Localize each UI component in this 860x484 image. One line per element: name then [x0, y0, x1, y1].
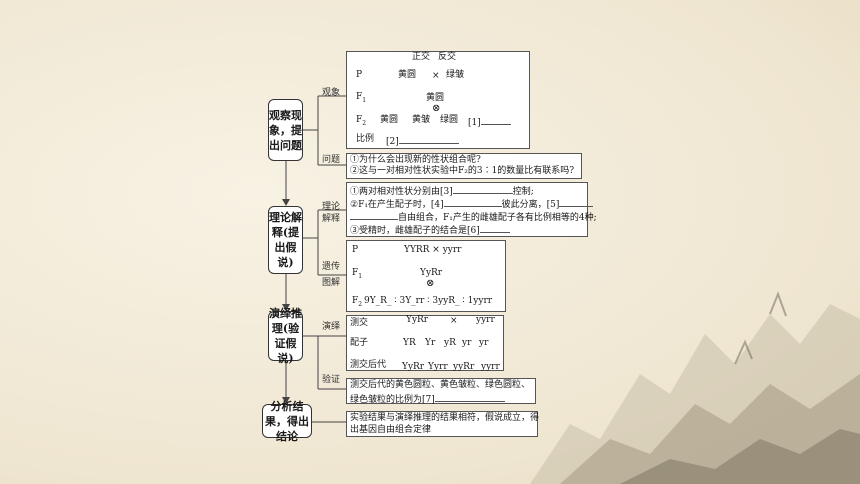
tc-o4: yyrr: [481, 362, 500, 372]
question-1: ①为什么会出现新的性状组合呢?: [350, 155, 481, 165]
obs-f1-value: 黄圆: [426, 93, 445, 103]
label-yanzheng: 验证: [322, 375, 341, 385]
obs-blank2: [2]: [386, 134, 459, 148]
label-lilun: 理论: [322, 202, 341, 212]
tc-cross: ×: [450, 316, 458, 326]
gen-f1: F1: [352, 268, 363, 280]
question-2: ②这与一对相对性状实验中F₂的3∶1的数量比有联系吗?: [350, 166, 575, 176]
label-jieshi: 解释: [322, 214, 341, 224]
obs-f2-b: 黄皱: [412, 115, 431, 125]
theory-box: [346, 182, 588, 237]
gen-p-value: YYRR × yyrr: [404, 245, 462, 255]
verify-box: [346, 378, 536, 404]
tc-o2: Yyrr: [428, 362, 448, 372]
theory-line-1: ①两对相对性状分别由[3]控制;: [350, 184, 534, 198]
obs-p-left: 黄圆: [398, 70, 417, 80]
node-theory-hypothesis: 理论解释(提出假说): [268, 206, 303, 274]
obs-fanjiao: 反交: [438, 52, 457, 62]
conclusion-line-1: 实验结果与演绎推理的结果相符，假说成立，得: [350, 413, 540, 423]
tc-offspring-label: 测交后代: [350, 360, 387, 370]
gen-self-icon: ⊗: [426, 278, 435, 289]
obs-p-right: 绿皱: [446, 70, 465, 80]
obs-zhengjiao: 正交: [412, 52, 431, 62]
obs-cross: ×: [432, 71, 440, 81]
obs-blank1: [1]: [468, 115, 511, 129]
obs-f2: F2: [356, 115, 367, 127]
node-analyze-conclude: 分析结果，得出结论: [262, 400, 312, 443]
label-guancha: 观象: [322, 88, 341, 98]
tc-p2: yyrr: [476, 315, 495, 325]
gen-f1-value: YyRr: [420, 268, 443, 278]
obs-ratio: 比例: [356, 134, 375, 144]
observation-box: [346, 51, 530, 149]
theory-line-3: 自由组合，F₁产生的雌雄配子各有比例相等的4种;: [350, 210, 597, 224]
tc-g1: YR: [403, 338, 416, 348]
obs-f1: F1: [356, 92, 367, 104]
gen-f2: F2: [352, 296, 363, 308]
tc-p1: YyRr: [406, 315, 429, 325]
verify-line-2: 绿色皱粒的比例为[7]: [350, 392, 505, 406]
tc-g3: yR: [444, 338, 456, 348]
testcross-box: [346, 315, 504, 371]
node-deduction-verify: 演绎推理(验证假说): [268, 307, 303, 365]
tc-gamete-label: 配子: [350, 338, 369, 348]
conclusion-box: [346, 411, 538, 437]
genetic-diagram-box: [346, 240, 506, 312]
gen-f2-value: 9Y_R_ ∶ 3Y_rr ∶ 3yyR_ ∶ 1yyrr: [364, 296, 493, 306]
tc-g2: Yr: [425, 338, 436, 348]
tc-o1: YyRr: [402, 362, 425, 372]
label-yichuan: 遗传: [322, 262, 341, 272]
theory-line-4: ③受精时，雌雄配子的结合是[6]: [350, 223, 510, 237]
tc-g4: yr: [462, 338, 472, 348]
gen-p: P: [352, 245, 359, 255]
node-observe-question: 观察现象，提出问题: [268, 99, 303, 161]
label-tujie: 图解: [322, 278, 341, 288]
ink-mountain-decoration: [530, 291, 860, 484]
tc-label: 测交: [350, 318, 369, 328]
obs-f2-c: 绿圆: [440, 115, 459, 125]
obs-f2-a: 黄圆: [380, 115, 399, 125]
label-yanyi: 演绎: [322, 322, 341, 332]
tc-o3: yyRr: [453, 362, 475, 372]
label-wenti: 问题: [322, 155, 341, 165]
obs-self-icon: ⊗: [432, 103, 441, 114]
obs-p: P: [356, 70, 363, 80]
verify-line-1: 测交后代的黄色圆粒、黄色皱粒、绿色圆粒、: [350, 380, 531, 390]
question-box: [346, 153, 582, 179]
tc-g5: yr: [479, 338, 489, 348]
theory-line-2: ②F₁在产生配子时，[4]彼此分离，[5]: [350, 197, 594, 211]
conclusion-line-2: 出基因自由组合定律: [350, 425, 432, 435]
